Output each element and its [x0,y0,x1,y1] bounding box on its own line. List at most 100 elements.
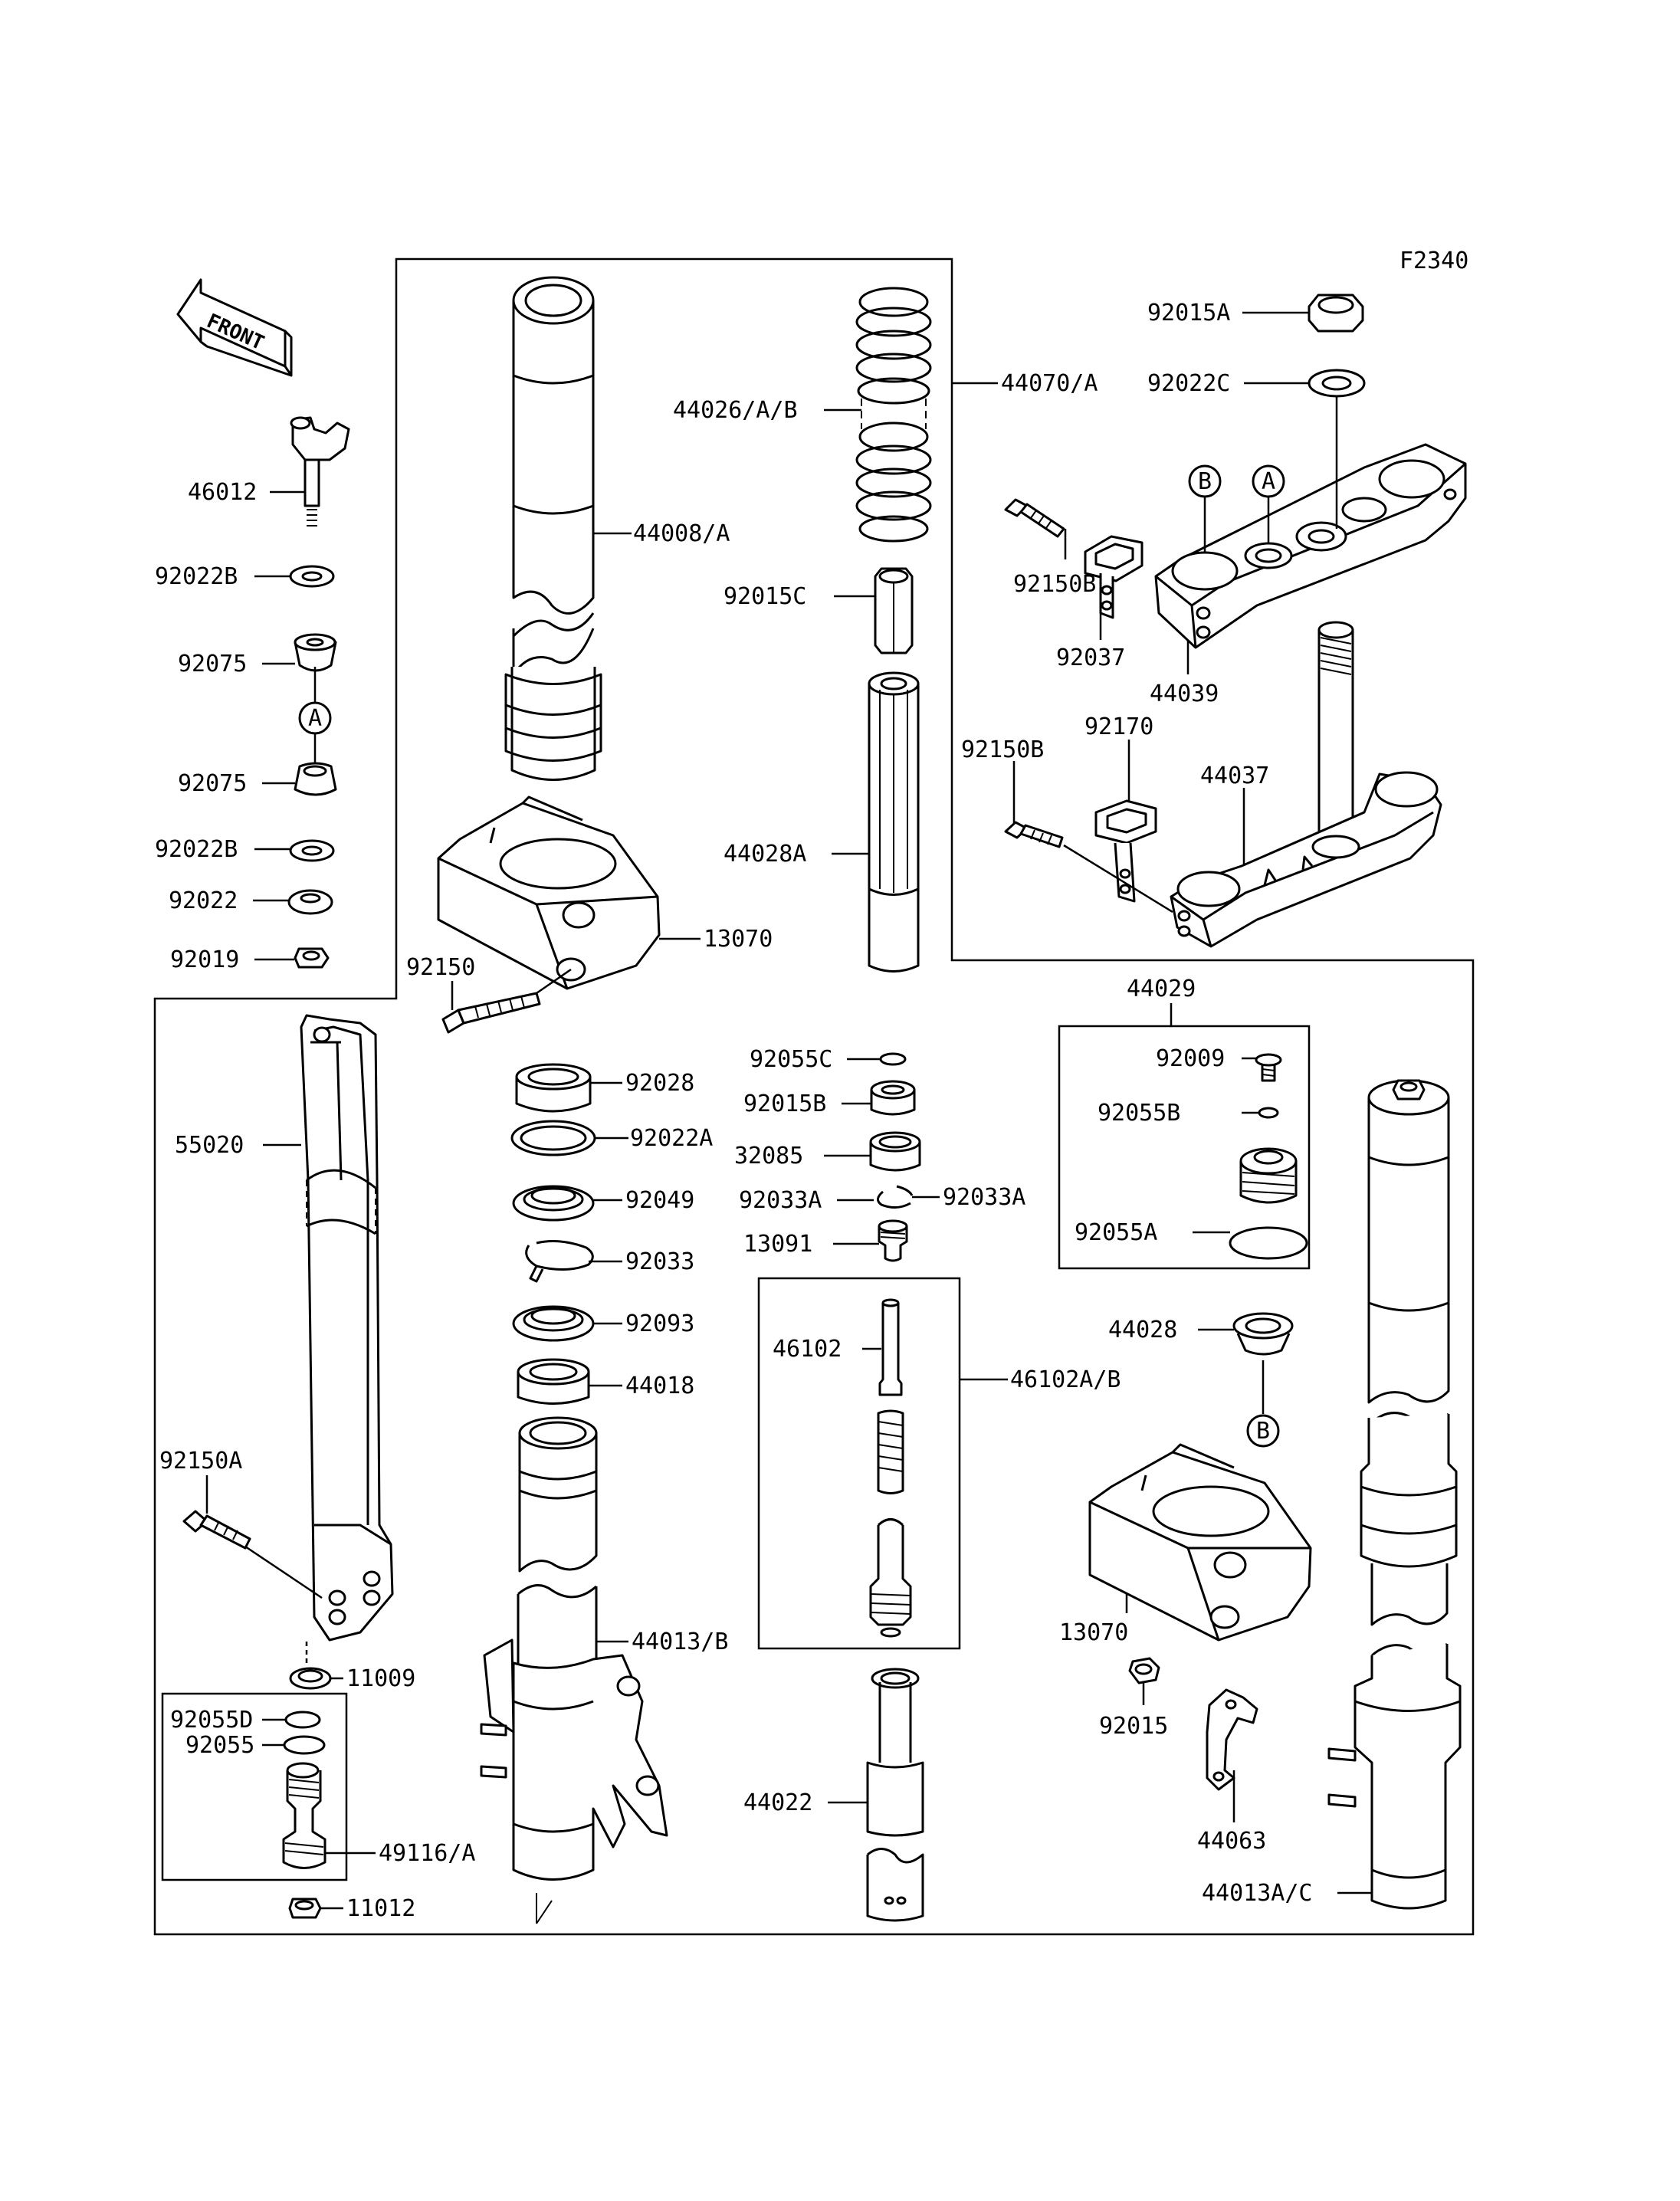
callout-92015b: 92015B [743,1091,826,1117]
part-92033a-clip [877,1185,914,1209]
callout-44026: 44026/A/B [673,397,798,424]
ref-marker-a-top-label: A [308,705,322,732]
callout-92033a-left: 92033A [739,1187,822,1214]
callout-92033: 92033 [625,1248,694,1275]
part-inner-tube-lower [518,1416,598,1573]
part-92033-circlip [525,1240,594,1283]
callout-55020: 55020 [175,1132,244,1159]
part-92055b-o-ring [1258,1107,1279,1119]
part-13091-bolt [878,1219,908,1262]
front-arrow: FRONT [176,278,293,377]
part-44026-fork-spring [855,287,932,543]
part-92150a-bolt [182,1510,251,1550]
callout-44008a: 44008/A [633,520,730,547]
callout-46102: 46102 [773,1336,842,1363]
callout-11012: 11012 [346,1895,415,1922]
callout-44028a: 44028A [724,841,806,868]
callout-44029: 44029 [1127,976,1196,1002]
part-92022c-washer [1308,369,1366,398]
callout-92055c: 92055C [750,1046,832,1073]
callout-92028: 92028 [625,1070,694,1097]
part-92055d-o-ring [284,1711,321,1729]
part-fork-cap [1239,1147,1298,1204]
part-92022b-washer-bottom [289,839,335,862]
callout-44063: 44063 [1197,1828,1266,1855]
ref-marker-b-top-label: B [1198,468,1212,495]
callout-92022c: 92022C [1147,370,1230,397]
part-92019-nut [294,947,330,969]
frame-44029 [1058,1025,1311,1270]
callout-92022: 92022 [169,887,238,914]
part-right-inner-tube [1360,1079,1458,1626]
ref-marker-b-bottom-label: B [1256,1418,1270,1445]
callout-13091: 13091 [743,1231,812,1258]
callout-92055a: 92055A [1075,1219,1157,1246]
part-13070-fork-holder-left [437,795,661,990]
callout-11009: 11009 [346,1665,415,1692]
part-92055c-o-ring [879,1052,907,1066]
callout-44028: 44028 [1108,1317,1177,1343]
callout-92055d: 92055D [170,1707,253,1734]
part-92055-o-ring [283,1735,326,1755]
callout-92015c: 92015C [724,583,806,610]
leader-92150a-to-guard [244,1545,323,1599]
callout-49116a: 49116/A [379,1840,475,1867]
part-92028-bushing [515,1063,592,1113]
callout-44022: 44022 [743,1789,812,1816]
part-11009-gasket [289,1667,332,1690]
ref-marker-a-right-label: A [1262,468,1275,495]
part-44063-clamp [1206,1688,1258,1791]
callout-13070-right: 13070 [1059,1619,1128,1646]
group-frames [153,257,1475,1936]
callout-44013b: 44013/B [632,1629,728,1655]
callout-32085: 32085 [734,1143,803,1169]
part-11012-nut [288,1898,322,1919]
callout-92075-bottom: 92075 [178,770,247,797]
part-44013ac-outer-tube [1327,1642,1462,1910]
callout-44037: 44037 [1200,763,1269,789]
callout-92150b-top: 92150B [1013,571,1096,598]
callout-13070-left: 13070 [704,926,773,953]
callout-labels: 46012 92022B 92075 92075 92022B 92022 92… [155,300,1313,1922]
callout-44018: 44018 [625,1373,694,1399]
callout-92015: 92015 [1099,1713,1168,1740]
part-92075-bump-rubber-top [294,633,337,672]
callout-92150a: 92150A [159,1448,242,1474]
part-92022b-washer-top [289,565,335,588]
callout-92093: 92093 [625,1310,694,1337]
part-92075-bump-rubber-bottom [294,762,337,796]
part-44013b-outer-tube [480,1584,668,1924]
part-44039-upper-bracket [1154,443,1467,649]
part-92022a-washer [510,1120,596,1156]
part-44037-steering-stem [1170,621,1442,948]
frame-46102ab [757,1277,961,1650]
part-44018-bushing [517,1358,590,1405]
callout-92015a: 92015A [1147,300,1230,326]
part-13070-fork-holder-right [1088,1443,1312,1642]
callout-92033a-right: 92033A [943,1184,1025,1211]
part-92015c-nut [874,567,914,654]
callout-92055b: 92055B [1098,1100,1180,1127]
callout-92019: 92019 [170,946,239,973]
part-44022-piston [866,1668,924,1922]
callout-92150b-bottom: 92150B [961,736,1044,763]
part-55020-fork-guard [300,1014,394,1642]
part-92015b-nut [870,1080,916,1116]
leader-lines [205,311,1372,1910]
ref-marker-b-bottom: B [1246,1414,1280,1448]
part-92150b-bolt-lower [1004,821,1064,848]
ref-marker-b-top: B [1188,464,1222,498]
part-44028-spring-seat [1232,1312,1294,1356]
callout-92009: 92009 [1156,1045,1225,1072]
ref-marker-a-top: A [298,701,332,735]
callout-92150: 92150 [406,954,475,981]
callout-92022b-top: 92022B [155,563,238,590]
callout-46012: 46012 [188,479,257,506]
part-92049-oil-seal [512,1185,595,1222]
callout-92022b-bottom: 92022B [155,836,238,863]
part-44008-inner-tube [504,276,602,781]
callout-92049: 92049 [625,1187,694,1214]
part-49116-valve [282,1762,326,1869]
